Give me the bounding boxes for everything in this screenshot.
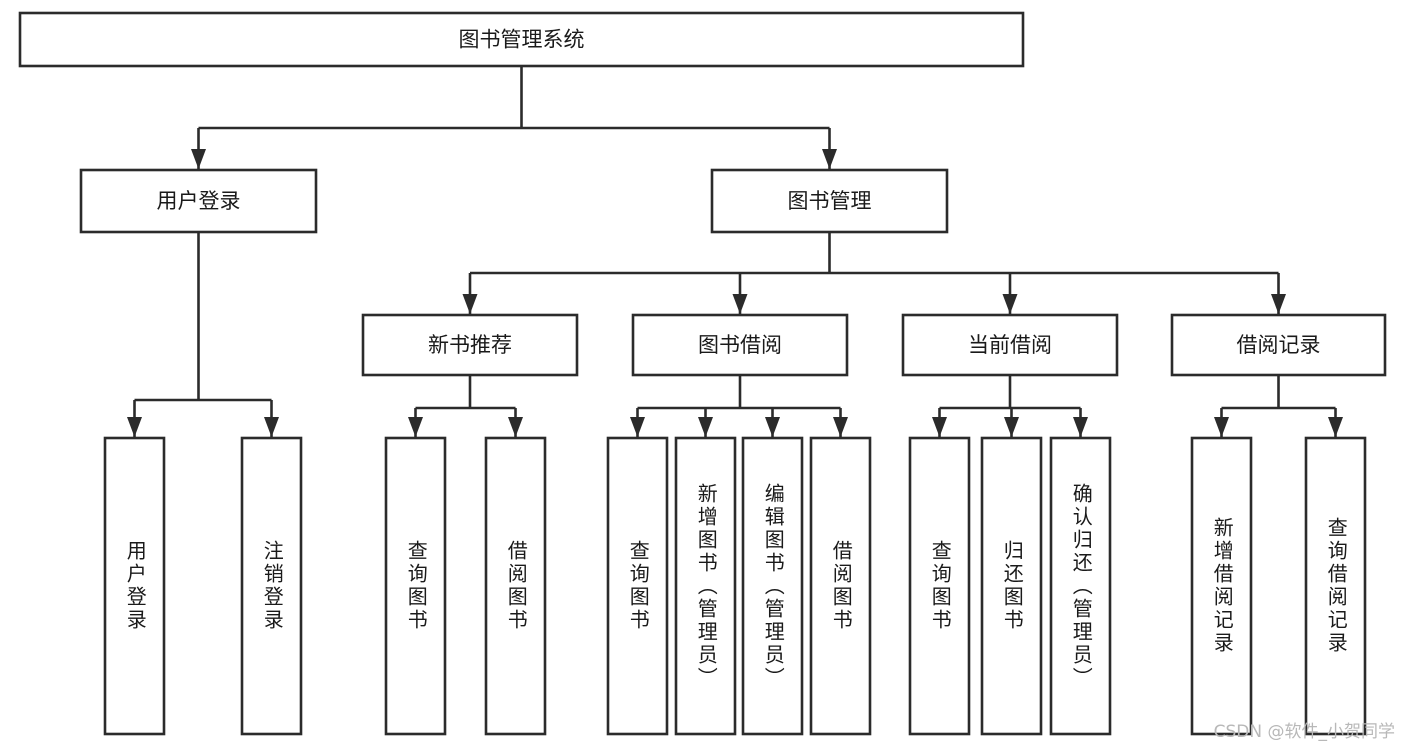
node-level3-label-0: 新书推荐 — [428, 333, 512, 357]
arrow-head-icon — [698, 417, 713, 437]
arrow-head-icon — [822, 149, 837, 169]
arrow-head-icon — [264, 417, 279, 437]
node-level3-2[interactable] — [901, 313, 1119, 377]
node-root-label: 图书管理系统 — [459, 28, 585, 52]
arrow-head-icon — [1004, 417, 1019, 437]
node-leaf-6[interactable] — [741, 436, 804, 736]
watermark: CSDN @软件_小贺同学 — [1213, 722, 1395, 742]
node-leaf-2[interactable] — [384, 436, 447, 736]
node-leaf-0[interactable] — [103, 436, 166, 736]
arrow-head-icon — [1271, 294, 1286, 314]
node-level2-1[interactable] — [710, 168, 949, 234]
node-leaf-10[interactable] — [1049, 436, 1112, 736]
arrow-head-icon — [508, 417, 523, 437]
arrow-head-icon — [191, 149, 206, 169]
node-level3-label-2: 当前借阅 — [968, 333, 1052, 357]
node-level3-1[interactable] — [631, 313, 849, 377]
arrow-head-icon — [1214, 417, 1229, 437]
arrow-head-icon — [932, 417, 947, 437]
node-leaf-7[interactable] — [809, 436, 872, 736]
node-level3-3[interactable] — [1170, 313, 1387, 377]
node-leaf-5[interactable] — [674, 436, 737, 736]
arrow-head-icon — [462, 294, 478, 314]
node-level3-0[interactable] — [361, 313, 579, 377]
node-leaf-12[interactable] — [1304, 436, 1367, 736]
arrow-head-icon — [765, 417, 780, 437]
node-leaf-11[interactable] — [1190, 436, 1253, 736]
node-leaf-9[interactable] — [980, 436, 1043, 736]
node-level2-label-1: 图书管理 — [788, 189, 872, 213]
node-root[interactable] — [18, 11, 1025, 68]
node-level3-label-3: 借阅记录 — [1237, 333, 1321, 357]
arrow-head-icon — [1328, 417, 1343, 437]
arrow-head-icon — [1002, 294, 1018, 314]
node-leaf-4[interactable] — [606, 436, 669, 736]
arrow-head-icon — [833, 417, 848, 437]
arrow-head-icon — [127, 417, 142, 437]
node-level2-0[interactable] — [79, 168, 318, 234]
arrow-head-icon — [732, 294, 748, 314]
node-leaf-1[interactable] — [240, 436, 303, 736]
node-leaf-3[interactable] — [484, 436, 547, 736]
arrow-head-icon — [408, 417, 423, 437]
node-level3-label-1: 图书借阅 — [698, 333, 782, 357]
connector-layer — [127, 66, 1343, 437]
arrow-head-icon — [1073, 417, 1088, 437]
arrow-head-icon — [630, 417, 645, 437]
node-level2-label-0: 用户登录 — [157, 189, 241, 213]
node-leaf-8[interactable] — [908, 436, 971, 736]
